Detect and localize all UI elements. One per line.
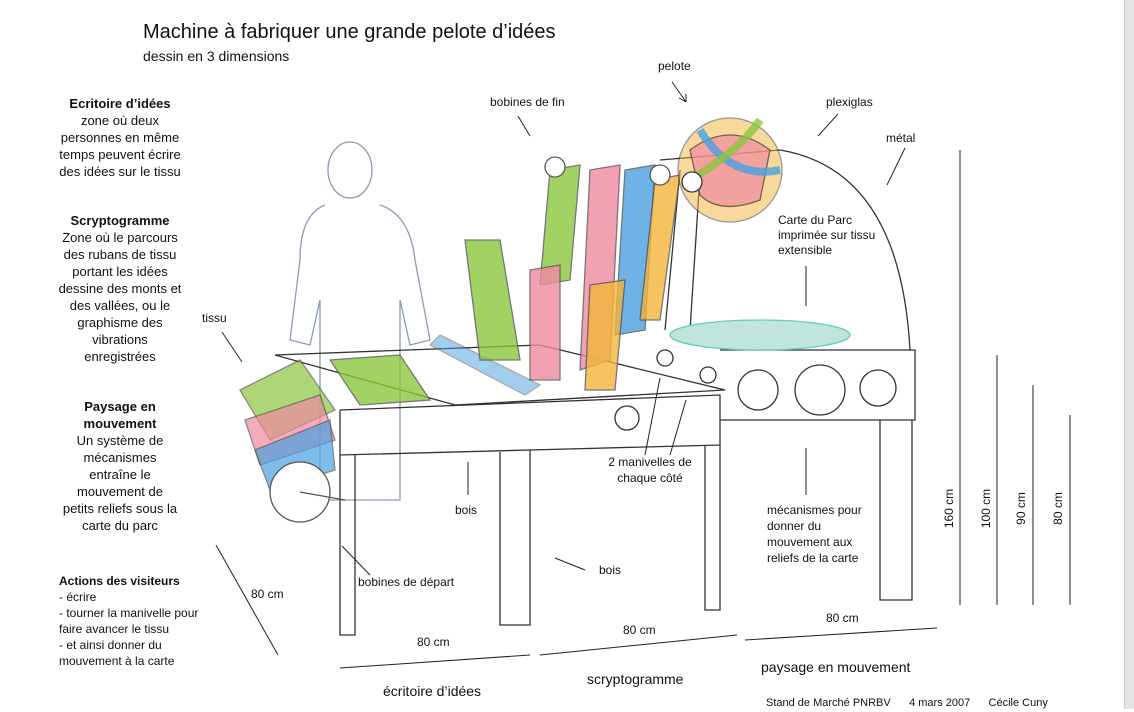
note-heading: Scryptogramme (70, 213, 170, 228)
dim-height-90: 90 cm (1013, 492, 1028, 525)
label-bois: bois (599, 563, 622, 577)
label-manivelles: 2 manivelles de chaque côté (608, 455, 692, 485)
page-title: Machine à fabriquer une grande pelote d’… (143, 21, 556, 43)
zone-paysage: paysage en mouvement (761, 659, 911, 675)
arrows (215, 81, 1071, 669)
dim-depth: 80 cm (251, 587, 284, 601)
note-heading: Paysage en mouvement (83, 399, 157, 431)
actions-heading: Actions des visiteurs (59, 574, 180, 588)
note-heading: Ecritoire d’idées (69, 96, 171, 111)
dim-width-2: 80 cm (623, 623, 656, 637)
action-item: - tourner la manivelle pour faire avance… (59, 606, 199, 636)
label-mecanismes: mécanismes pour donner du mouvement aux … (767, 503, 862, 565)
dim-height-100: 100 cm (979, 488, 994, 529)
label-plexiglas: plexiglas (826, 95, 873, 109)
label-pelote: pelote (658, 59, 691, 73)
action-item: - et ainsi donner du mouvement à la cart… (59, 638, 175, 668)
pelote-ball (677, 117, 783, 223)
page-subtitle: dessin en 3 dimensions (143, 48, 290, 64)
dim-height-160: 160 cm (942, 488, 957, 529)
person-outline (289, 141, 431, 501)
scrollbar[interactable] (1124, 0, 1134, 709)
zone-scryptogramme: scryptogramme (587, 671, 684, 687)
note-body: Un système de mécanismes entraîne le mou… (62, 433, 178, 533)
note-body: zone où deux personnes en même temps peu… (59, 113, 181, 179)
label-bois: bois (455, 503, 478, 517)
note-ecritoire: Ecritoire d’idées zone où deux personnes … (55, 95, 185, 180)
label-metal: métal (886, 131, 916, 145)
footer-credit: Stand de Marché PNRBV 4 mars 2007 Cécile… (766, 697, 1048, 709)
visitor-actions: Actions des visiteurs - écrire - tourner… (59, 573, 199, 669)
dim-width-3: 80 cm (826, 611, 859, 625)
dim-height-80: 80 cm (1050, 492, 1065, 525)
label-bobines-fin: bobines de fin (490, 95, 565, 109)
label-tissu: tissu (202, 311, 227, 325)
label-carte: Carte du Parc imprimée sur tissu extensi… (778, 213, 876, 257)
zone-ecritoire: écritoire d’idées (383, 683, 482, 699)
dim-width-1: 80 cm (417, 635, 450, 649)
note-body: Zone où le parcours des rubans de tissu … (58, 230, 182, 364)
label-bobines-depart: bobines de départ (358, 575, 455, 589)
action-item: - écrire (59, 590, 97, 604)
ribbons (239, 156, 681, 523)
